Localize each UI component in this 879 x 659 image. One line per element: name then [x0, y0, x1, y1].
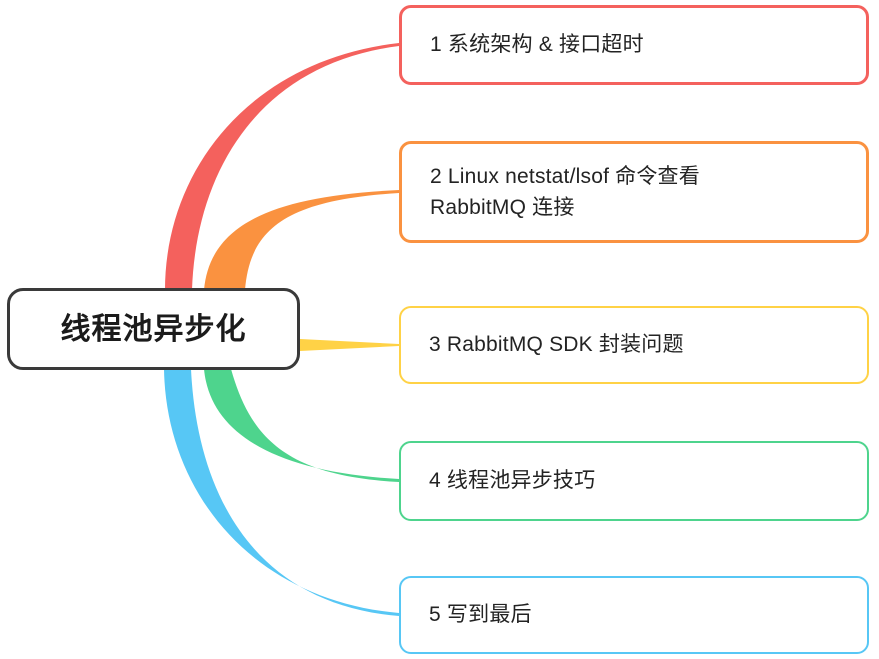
branch-node-4[interactable]: 4 线程池异步技巧 — [399, 441, 869, 521]
root-node-label: 线程池异步化 — [60, 312, 247, 346]
branch-node-5[interactable]: 5 写到最后 — [399, 576, 869, 654]
branch-node-4-label: 4 线程池异步技巧 — [429, 469, 596, 493]
root-node[interactable]: 线程池异步化 — [7, 288, 300, 370]
connector-branch-4 — [204, 369, 399, 482]
branch-node-3[interactable]: 3 RabbitMQ SDK 封装问题 — [399, 306, 869, 384]
connector-branch-5 — [164, 369, 399, 616]
branch-node-2-label: 2 Linux netstat/lsof 命令查看 RabbitMQ 连接 — [430, 164, 700, 220]
connector-branch-3 — [300, 339, 399, 351]
branch-node-1[interactable]: 1 系统架构 & 接口超时 — [399, 5, 869, 85]
branch-node-1-label: 1 系统架构 & 接口超时 — [430, 33, 644, 57]
branch-node-2[interactable]: 2 Linux netstat/lsof 命令查看 RabbitMQ 连接 — [399, 141, 869, 243]
connector-branch-2 — [204, 190, 399, 290]
branch-node-5-label: 5 写到最后 — [429, 603, 532, 627]
connector-branch-1 — [165, 43, 399, 290]
branch-node-3-label: 3 RabbitMQ SDK 封装问题 — [429, 333, 684, 357]
